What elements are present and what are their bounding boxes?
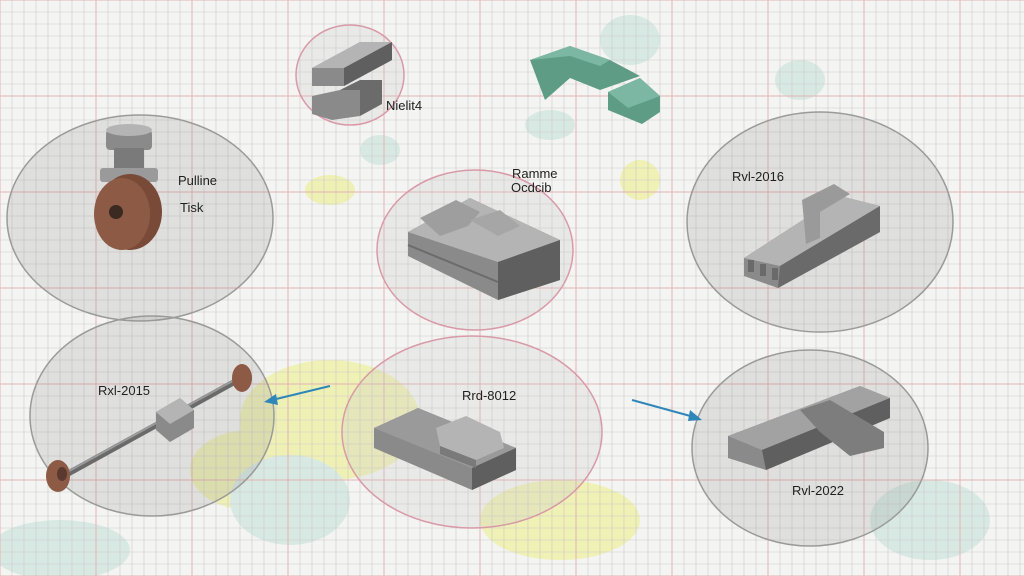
bracket-icon — [407, 198, 560, 300]
label-rxl-2015: Rxl-2015 — [98, 383, 151, 398]
cylinder-wheel-icon — [94, 124, 162, 250]
plate-icon — [374, 408, 516, 490]
rail-bracket-icon — [744, 184, 880, 288]
long-plate-icon — [728, 386, 890, 470]
label-rvl-2022: Rvl-2022 — [792, 483, 845, 498]
elbow-icon — [530, 46, 660, 124]
label-nielit: Nielit4 — [386, 98, 423, 113]
label-tisk: Tisk — [180, 200, 204, 215]
label-pulline: Pulline — [178, 173, 218, 188]
label-rrd-8012: Rrd-8012 — [462, 388, 517, 403]
label-rvl-2016: Rvl-2016 — [732, 169, 785, 184]
flow-arrows — [264, 385, 702, 421]
rod-icon — [46, 364, 252, 492]
label-ramme-line1: Ramme — [512, 166, 558, 181]
clamp-block-icon — [312, 42, 392, 120]
label-ramme-line2: Ocdcib — [511, 180, 552, 195]
